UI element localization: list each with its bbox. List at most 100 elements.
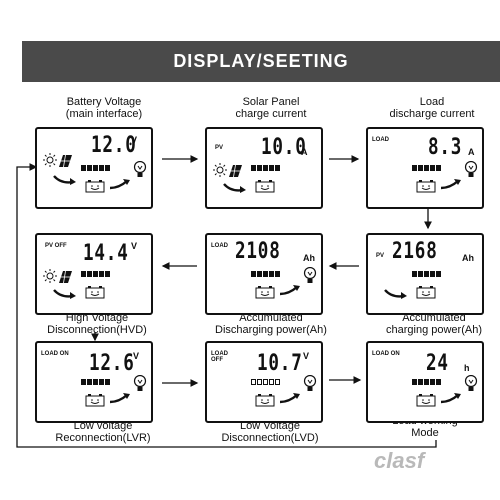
page-title: DISPLAY/SEETING <box>173 51 349 71</box>
battery-segment <box>87 271 92 277</box>
battery-segment <box>263 379 268 385</box>
bulb-icon <box>133 374 147 398</box>
sun-icon <box>43 269 57 288</box>
battery-icon <box>255 285 275 304</box>
battery-segment <box>87 165 92 171</box>
battery-segment <box>424 271 429 277</box>
charge-arrow-icon <box>223 181 247 199</box>
battery-segment <box>436 379 441 385</box>
readout-value: 8.3 <box>428 135 463 160</box>
solar-panel-icon <box>227 163 243 184</box>
readout-unit: V <box>133 351 140 361</box>
battery-segment <box>412 271 417 277</box>
bulb-icon <box>133 160 147 184</box>
caption-line: Disconnection(LVD) <box>221 432 319 444</box>
battery-segment <box>412 379 417 385</box>
title-banner: DISPLAY/SEETING <box>22 41 500 82</box>
load-arrow-icon <box>279 283 301 301</box>
readout-unit: V <box>131 135 138 145</box>
battery-icon <box>85 179 105 198</box>
caption-line: Mode <box>411 427 439 439</box>
battery-segment <box>418 165 423 171</box>
battery-segment <box>430 271 435 277</box>
caption-line: (main interface) <box>65 108 143 120</box>
caption-line: High Voltage <box>65 312 129 324</box>
readout-value: 2168 <box>392 239 438 264</box>
battery-segment <box>93 165 98 171</box>
readout-value: 12.0 <box>91 133 137 158</box>
solar-panel-icon <box>57 269 73 290</box>
battery-segment <box>430 165 435 171</box>
charge-arrow-icon <box>53 287 77 305</box>
arrow-loop-back <box>16 163 437 448</box>
caption-line: charge current <box>235 108 307 120</box>
battery-segment <box>275 165 280 171</box>
bulb-icon <box>303 266 317 290</box>
mode-label: LOAD <box>211 243 228 249</box>
battery-segment <box>263 271 268 277</box>
battery-segment <box>418 271 423 277</box>
battery-level-bars <box>81 271 111 277</box>
readout-unit: A <box>301 147 308 157</box>
battery-segment <box>269 271 274 277</box>
caption-line: Battery Voltage <box>66 96 142 108</box>
caption-line: Low Voltage <box>240 420 300 432</box>
battery-segment <box>99 379 104 385</box>
watermark: clasf <box>374 448 425 473</box>
battery-segment <box>81 379 86 385</box>
battery-segment <box>257 271 262 277</box>
battery-segment <box>430 379 435 385</box>
battery-segment <box>251 271 256 277</box>
battery-segment <box>105 165 110 171</box>
battery-level-bars <box>251 165 281 171</box>
battery-segment <box>275 271 280 277</box>
battery-segment <box>99 271 104 277</box>
battery-segment <box>436 165 441 171</box>
battery-segment <box>269 165 274 171</box>
caption-line: Load <box>419 96 445 108</box>
battery-icon <box>416 393 436 412</box>
battery-segment <box>105 271 110 277</box>
battery-segment <box>87 379 92 385</box>
battery-segment <box>412 165 417 171</box>
battery-segment <box>257 165 262 171</box>
caption-line: charging power(Ah) <box>386 324 482 336</box>
battery-segment <box>251 379 256 385</box>
charge-arrow-icon <box>53 173 77 191</box>
caption-line: discharge current <box>389 108 475 120</box>
sun-icon <box>43 153 57 172</box>
battery-level-bars <box>81 165 111 171</box>
readout-value: 2108 <box>235 239 281 264</box>
battery-icon <box>255 179 275 198</box>
battery-level-bars <box>251 271 281 277</box>
battery-segment <box>269 379 274 385</box>
solar-panel-icon <box>57 153 73 174</box>
readout-value: 24 <box>426 351 449 376</box>
readout-unit: V <box>303 351 310 361</box>
readout-unit: A <box>468 147 475 157</box>
caption-line: Accumulated <box>239 312 303 324</box>
battery-icon <box>85 393 105 412</box>
battery-icon <box>85 285 105 304</box>
battery-segment <box>93 379 98 385</box>
sun-icon <box>213 163 227 182</box>
load-arrow-icon <box>279 391 301 409</box>
screen-caption: Battery Voltage(main interface) <box>44 96 164 120</box>
battery-icon <box>416 179 436 198</box>
battery-level-bars <box>81 379 111 385</box>
readout-unit: V <box>131 241 138 251</box>
caption-line: Discharging power(Ah) <box>215 324 327 336</box>
caption-line: Accumulated <box>402 312 466 324</box>
